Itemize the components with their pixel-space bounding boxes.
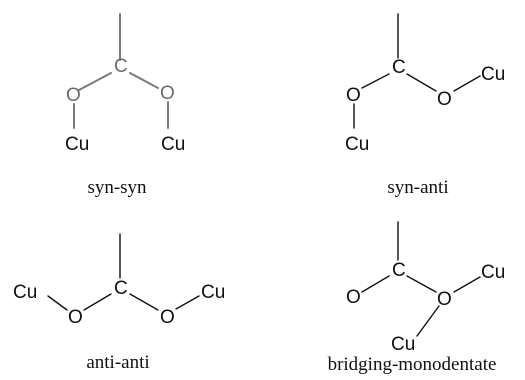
carbon-atom-label: C [392,57,406,78]
oxygen-left-atom-label: O [346,287,361,308]
bond-carbon-oxygen-right [406,73,437,92]
bond-carbon-oxygen-left [361,275,390,293]
copper-bottom-atom-label: Cu [345,134,369,155]
carbon-atom-label: C [114,56,128,77]
bond-carbon-oxygen-left [361,73,390,89]
copper-right-atom-label: Cu [161,134,185,155]
copper-right-atom-label: Cu [481,64,505,85]
oxygen-right-atom-label: O [437,289,452,310]
bond-carbon-oxygen-right [129,72,159,89]
panel-syn-anti: C O O Cu Cu syn-anti [345,13,505,198]
carbon-atom-label: C [114,278,128,299]
caption-syn-anti: syn-anti [387,177,448,198]
carbon-atom-label: C [392,260,406,281]
oxygen-left-atom-label: O [346,85,361,106]
oxygen-left-atom-label: O [66,85,81,106]
bond-oxygen-right-copper-right [453,276,481,293]
bond-carbon-oxygen-right [129,293,159,311]
bond-oxygen-right-copper [453,75,481,92]
bond-copper-left-oxygen [47,295,68,311]
caption-syn-syn: syn-syn [87,177,147,198]
bond-carbon-oxygen-left [78,72,112,91]
bond-carbon-oxygen-left [83,293,112,311]
caption-anti-anti: anti-anti [86,352,149,373]
bond-oxygen-right-copper-bottom [416,305,440,337]
copper-left-atom-label: Cu [65,134,89,155]
panel-bridging-monodentate: C O O Cu Cu bridging-monodentate [328,221,505,375]
copper-bottom-atom-label: Cu [391,334,415,355]
oxygen-right-atom-label: O [160,307,175,328]
oxygen-right-atom-label: O [160,83,175,104]
copper-right-atom-label: Cu [201,282,225,303]
oxygen-right-atom-label: O [437,89,452,110]
panel-anti-anti: C O O Cu Cu anti-anti [13,233,225,373]
bond-carbon-oxygen-right [406,275,437,293]
bond-oxygen-right-copper [175,295,200,310]
caption-bridging-monodentate: bridging-monodentate [328,354,497,375]
copper-right-atom-label: Cu [481,262,505,283]
oxygen-left-atom-label: O [68,307,83,328]
panel-syn-syn: C O O Cu Cu syn-syn [65,13,185,198]
copper-left-atom-label: Cu [13,282,37,303]
